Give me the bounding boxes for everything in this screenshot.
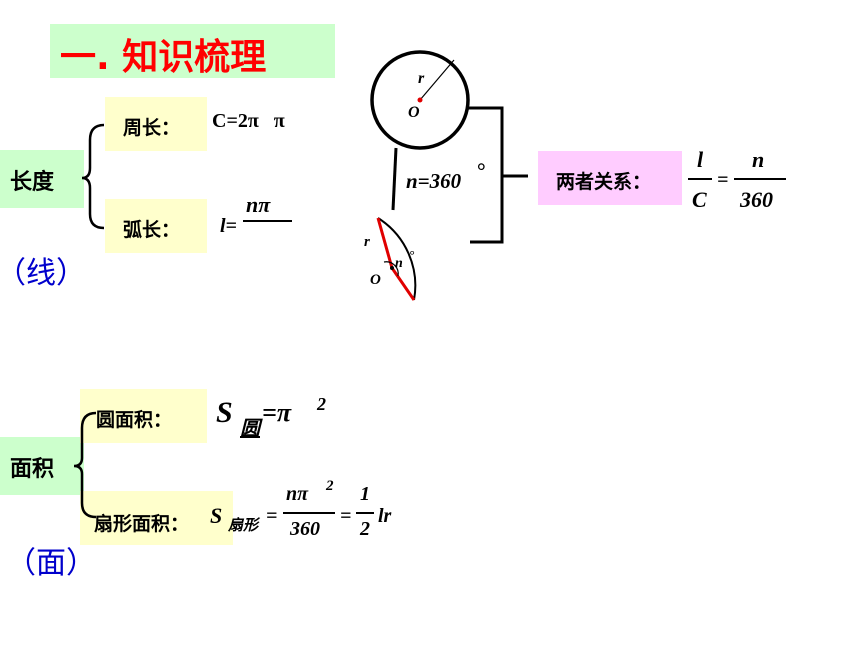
section-title-box: 一. 知识梳理	[50, 24, 335, 78]
relation-left-den: C	[692, 187, 707, 212]
circle-area-box: 圆面积：	[80, 389, 207, 443]
circle-area-sup: 2	[317, 394, 326, 414]
circle-center-label: O	[408, 104, 420, 121]
relation-equals: =	[717, 169, 729, 191]
sector-area-label: 扇形面积：	[94, 513, 190, 535]
sector-arc	[377, 217, 417, 301]
sector-area-S: S	[210, 503, 223, 528]
arc-length-box: 弧长：	[105, 199, 207, 253]
arc-length-numerator: nπ	[246, 192, 271, 217]
right-bracket	[468, 106, 504, 244]
circumference-formula: C=2π π	[212, 110, 285, 132]
area-label-box: 面积	[0, 437, 84, 495]
sector-radii	[376, 217, 416, 301]
sector-area-tail: lr	[378, 505, 392, 527]
sector-angle-arc	[383, 261, 399, 277]
circle-area-rhs: =π	[262, 398, 292, 427]
relation-right-num: n	[752, 147, 765, 172]
relation-left-num: l	[697, 147, 704, 172]
area-label: 面积	[10, 457, 55, 482]
circle-area-S: S	[216, 396, 233, 429]
angle-full-degree: °	[476, 158, 485, 183]
section-title: 一. 知识梳理	[60, 37, 267, 78]
sector-area-frac1-num: nπ	[286, 483, 309, 505]
sector-area-eq2: =	[340, 505, 352, 527]
circle-center-dot	[417, 97, 423, 103]
length-paren: （线）	[0, 256, 86, 291]
length-label-box: 长度	[0, 150, 84, 208]
sector-area-frac2-den: 2	[360, 518, 370, 540]
sector-area-frac2-num: 1	[360, 483, 370, 505]
area-brace	[73, 411, 97, 519]
length-brace	[81, 123, 105, 230]
circle-area-sub: 圆	[240, 418, 260, 440]
angle-full-label: n=360	[406, 169, 462, 193]
circumference-label: 周长：	[123, 117, 181, 139]
sector-radius-label: r	[364, 234, 370, 250]
full-circle	[370, 50, 470, 150]
sector-center-label: O	[370, 272, 381, 288]
area-paren: （面）	[6, 546, 96, 581]
length-label: 长度	[10, 170, 55, 195]
circumference-box: 周长：	[105, 97, 207, 151]
relation-label-box: 两者关系：	[538, 151, 682, 205]
sector-center-dot	[390, 266, 394, 270]
arc-length-label: 弧长：	[123, 219, 181, 241]
sector-area-sub: 扇形	[228, 518, 259, 534]
arc-length-lhs: l=	[220, 215, 237, 237]
relation-label: 两者关系：	[556, 171, 652, 193]
sector-angle-degree: °	[409, 247, 415, 262]
sector-area-box: 扇形面积：	[80, 491, 233, 545]
circle-area-label: 圆面积：	[96, 409, 173, 431]
vertical-connector	[391, 147, 398, 211]
sector-area-frac1-den: 360	[290, 518, 320, 540]
circle-radius-label: r	[418, 70, 425, 87]
sector-area-eq1: =	[266, 505, 278, 527]
relation-right-den: 360	[740, 187, 773, 212]
circle-radius-line	[419, 59, 455, 101]
sector-area-frac1-sup: 2	[326, 478, 334, 494]
sector-angle-label: n	[395, 256, 403, 271]
